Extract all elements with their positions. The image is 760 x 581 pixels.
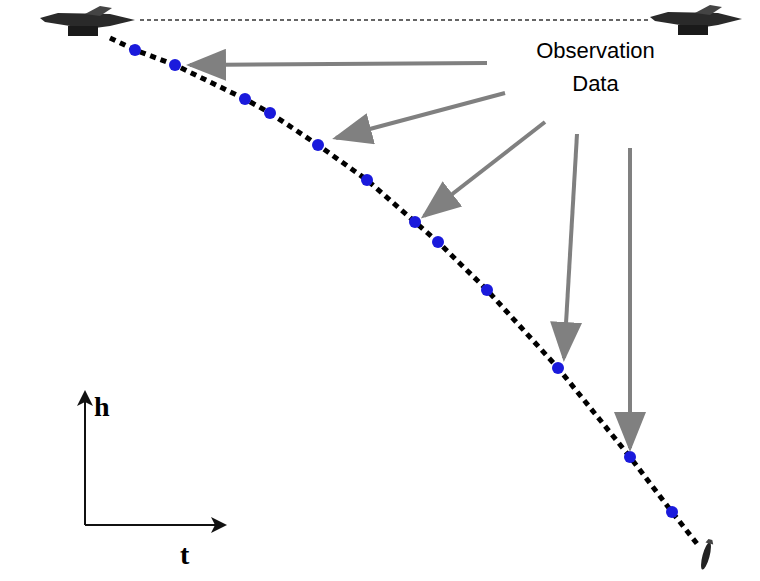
axes	[85, 392, 225, 525]
pointer-arrows	[190, 63, 630, 448]
observation-dots	[129, 44, 678, 518]
annotation-text: Observation Data	[533, 34, 658, 100]
falling-object	[699, 539, 715, 571]
axis-label: t	[180, 540, 189, 570]
aircraft-icon	[40, 6, 135, 36]
trajectory-curve	[110, 38, 698, 545]
aircraft-icon	[650, 5, 742, 35]
axis-label: h	[94, 392, 110, 422]
flight-line	[140, 19, 650, 21]
